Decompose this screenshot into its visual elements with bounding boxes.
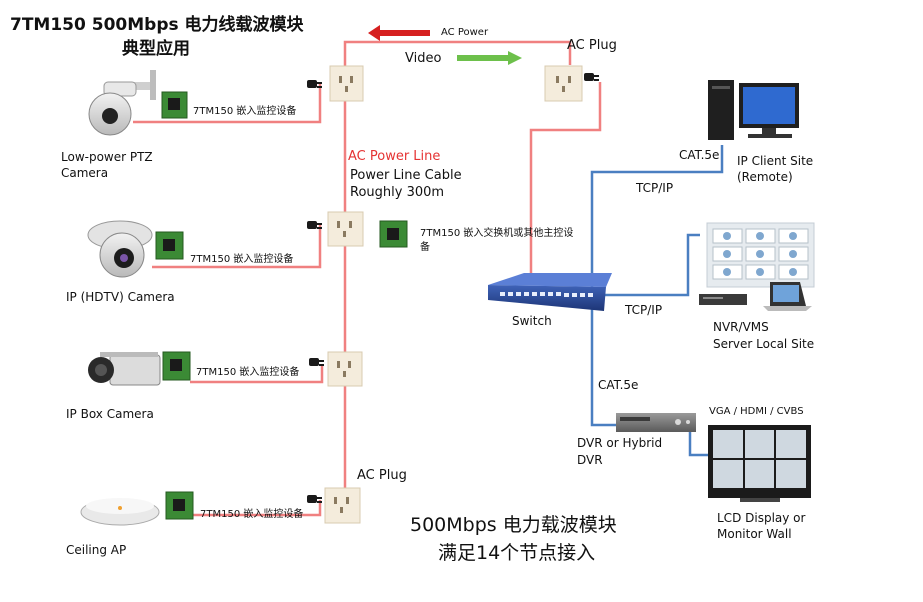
video-label: Video — [405, 51, 442, 66]
device-1-name-line1: Low-power PTZ — [61, 150, 153, 164]
nvr-label-line1: NVR/VMS — [713, 320, 769, 334]
dvr-label-line1: DVR or Hybrid — [577, 436, 663, 450]
tcpip-mid-label: TCP/IP — [625, 303, 663, 317]
ip-client-label-line2: (Remote) — [737, 170, 793, 184]
diagram-title-line2: 典型应用 — [122, 39, 190, 59]
cable-label-line1: Power Line Cable — [350, 168, 462, 183]
ip-client-label-line1: IP Client Site — [737, 154, 814, 168]
network-wiring — [590, 145, 730, 457]
ip-hdtv-camera-icon — [87, 220, 153, 278]
ac-outlet-top — [544, 65, 583, 102]
video-arrow — [457, 51, 522, 65]
switch-module-label-cont: 备 — [420, 242, 430, 253]
device-1-name-line2: Camera — [61, 166, 109, 180]
ac-plug-top-label: AC Plug — [567, 38, 617, 53]
box-camera-icon — [88, 352, 161, 386]
tcpip-top-label: TCP/IP — [636, 181, 674, 195]
cat5e-bottom-label: CAT.5e — [598, 378, 639, 392]
cat5e-top-label: CAT.5e — [679, 148, 720, 162]
device-1-module-label: 7TM150 嵌入监控设备 — [193, 106, 297, 117]
ac-outlet-4 — [324, 487, 361, 524]
dvr-label-line2: DVR — [577, 453, 603, 467]
ac-plug-bottom-label: AC Plug — [357, 468, 407, 483]
dvr-icon — [616, 413, 696, 432]
ac-outlet-1 — [329, 65, 364, 102]
ac-power-line-label: AC Power Line — [348, 149, 441, 164]
ac-outlet-3 — [327, 351, 363, 387]
vga-hdmi-cvbs-label: VGA / HDMI / CVBS — [709, 406, 804, 417]
switch-icon — [488, 273, 612, 311]
device-2-name: IP (HDTV) Camera — [66, 290, 175, 304]
device-2-module-label: 7TM150 嵌入监控设备 — [190, 254, 294, 265]
ac-power-label: AC Power — [441, 27, 489, 38]
switch-label: Switch — [512, 314, 552, 328]
nvr-label-line2: Server Local Site — [713, 337, 815, 351]
nvr-server-icon — [699, 222, 815, 311]
device-4-name: Ceiling AP — [66, 543, 127, 557]
switch-module-label: 7TM150 嵌入交换机或其他主控设 — [420, 228, 574, 239]
bottom-caption-line2: 满足14个节点接入 — [438, 542, 596, 564]
ac-outlet-2 — [327, 211, 364, 247]
ceiling-ap-icon — [80, 498, 160, 526]
ptz-camera-icon — [88, 70, 156, 136]
lcd-label-line1: LCD Display or — [717, 511, 806, 525]
ac-power-arrow — [368, 25, 430, 41]
device-3-name: IP Box Camera — [66, 407, 154, 421]
lcd-monitor-wall-icon — [708, 425, 811, 502]
bottom-caption-line1: 500Mbps 电力载波模块 — [410, 514, 617, 536]
device-3-module-label: 7TM150 嵌入监控设备 — [196, 367, 300, 378]
diagram-title-line1: 7TM150 500Mbps 电力线载波模块 — [10, 15, 304, 35]
plug-icons — [307, 73, 599, 503]
power-line-wiring — [133, 40, 602, 517]
cable-label-line2: Roughly 300m — [350, 185, 445, 200]
module-board-icons — [155, 91, 408, 520]
device-4-module-label: 7TM150 嵌入监控设备 — [200, 509, 304, 520]
lcd-label-line2: Monitor Wall — [717, 527, 792, 541]
desktop-pc-icon — [708, 80, 799, 140]
